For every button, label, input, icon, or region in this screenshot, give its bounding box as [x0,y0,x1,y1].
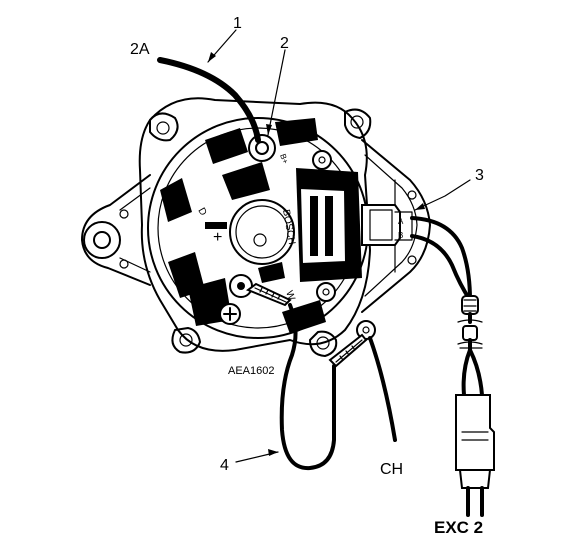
callout-2: 2 [280,35,289,52]
crocodile-clip-ch [328,320,376,368]
voltage-regulator: A B [296,150,413,302]
exc-2-plug [455,394,495,517]
callout-3: 3 [475,167,484,184]
terminal-b-plus-marking: B+ [278,153,290,166]
callout-leaders [207,29,471,463]
left-pivot-mount [81,174,151,286]
callout-1: 1 [233,15,242,32]
connector-a-marking: A [398,217,404,226]
harness-wire-b [410,234,472,302]
brush-holder: BOSCH + D [195,199,297,265]
exc-wire-right [468,348,484,397]
cooling-segments [160,118,326,334]
terminal-d-marking: D [195,206,208,218]
plus-sign: + [213,229,222,246]
test-lead-4 [279,303,336,471]
figure-code: AEA1602 [228,365,274,377]
callout-4: 4 [220,457,229,474]
exc-2-label: EXC 2 [434,518,483,537]
output-wire-2a [157,57,261,143]
ch-lead [368,336,397,442]
ch-label: CH [380,461,403,478]
w-terminal: W [219,270,297,325]
connector-b-marking: B [398,231,403,240]
harness-wire-a [410,216,472,302]
callout-2a: 2A [130,41,150,58]
inline-connector [457,295,483,352]
exc-wire-left [461,348,472,397]
crocodile-clip-w [245,282,292,307]
